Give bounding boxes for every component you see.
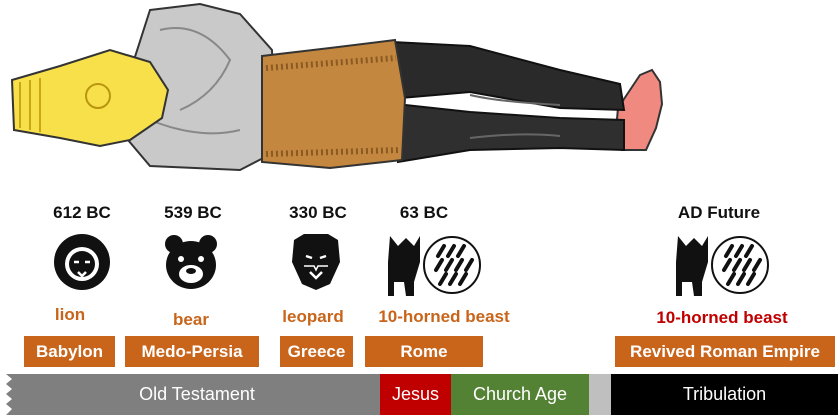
- beast-label-rome-beast: 10-horned beast: [378, 307, 509, 327]
- kingdom-greece: Greece: [280, 336, 353, 367]
- date-rome: 63 BC: [400, 203, 448, 223]
- kingdom-babylon: Babylon: [24, 336, 115, 367]
- era-jesus: Jesus: [380, 374, 451, 415]
- bear-icon: [160, 232, 222, 292]
- kingdom-rome: Rome: [365, 336, 483, 367]
- ten-horned-beast-icon: [386, 232, 482, 298]
- beast-label-leopard: leopard: [282, 307, 343, 327]
- iron-legs: [392, 42, 624, 110]
- iron-legs-lower: [396, 104, 624, 162]
- date-medo-persia: 539 BC: [164, 203, 222, 223]
- lion-icon: [52, 232, 112, 292]
- kingdom-medo-persia: Medo-Persia: [125, 336, 259, 367]
- ten-horned-beast-icon: [674, 232, 770, 298]
- date-greece: 330 BC: [289, 203, 347, 223]
- era-church-age: Church Age: [451, 374, 589, 415]
- beast-label-future-beast: 10-horned beast: [656, 308, 787, 328]
- era-tribulation: Tribulation: [611, 374, 838, 415]
- timeline-jagged-edge: [0, 374, 16, 415]
- leopard-icon: [288, 232, 344, 292]
- beast-label-bear: bear: [173, 310, 209, 330]
- date-babylon: 612 BC: [53, 203, 111, 223]
- kingdom-revived-roman-empire: Revived Roman Empire: [615, 336, 835, 367]
- beast-label-lion: lion: [55, 305, 85, 325]
- date-future: AD Future: [678, 203, 760, 223]
- bronze-belly: [262, 40, 405, 168]
- era-gap: [589, 374, 611, 415]
- statue-illustration: [0, 0, 838, 200]
- era-old-testament: Old Testament: [14, 374, 380, 415]
